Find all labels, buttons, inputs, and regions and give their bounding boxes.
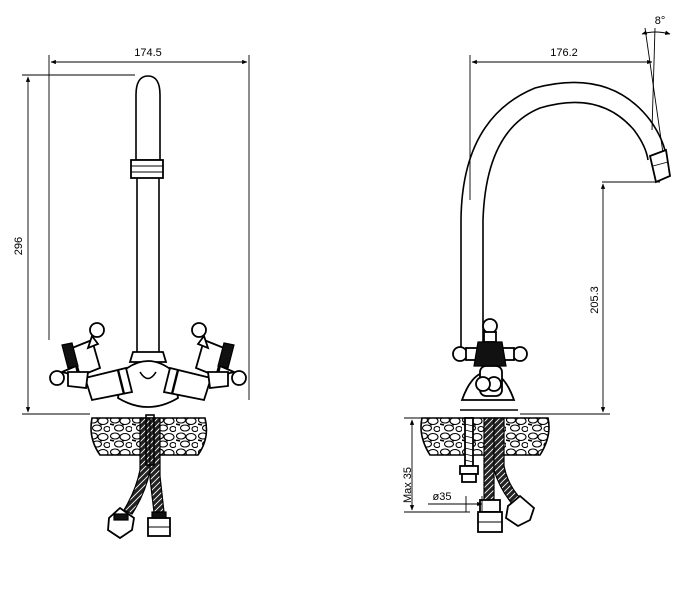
- side-stud-and-hoses: [459, 417, 536, 533]
- spout-height-label: 205.3: [589, 286, 601, 314]
- side-reach-label: 176.2: [550, 47, 578, 59]
- front-hoses: [123, 414, 165, 515]
- front-height-dimension: 296: [13, 74, 135, 415]
- spout-angle-label: 8°: [655, 15, 666, 27]
- side-spout: [460, 81, 671, 352]
- side-cross-handle: [452, 318, 528, 392]
- front-width-label: 174.5: [134, 47, 162, 59]
- front-left-handle: [49, 322, 134, 402]
- front-spout: [130, 75, 164, 352]
- spout-angle-dimension: 8°: [641, 15, 671, 161]
- front-width-dimension: 174.5: [48, 47, 250, 400]
- side-view: 176.2 8° 205.3: [402, 15, 671, 533]
- front-body: [117, 351, 179, 408]
- front-height-label: 296: [13, 237, 25, 255]
- spout-height-dimension: 205.3: [520, 181, 660, 415]
- front-view: 174.5 296: [13, 47, 250, 540]
- front-right-handle: [162, 322, 247, 402]
- front-hose-nuts: [107, 506, 171, 540]
- mount-dimensions: Max 35 ø35: [402, 417, 483, 513]
- hole-diameter-label: ø35: [433, 491, 452, 503]
- max-thickness-label: Max 35: [402, 467, 414, 503]
- side-reach-dimension: 176.2: [469, 47, 653, 200]
